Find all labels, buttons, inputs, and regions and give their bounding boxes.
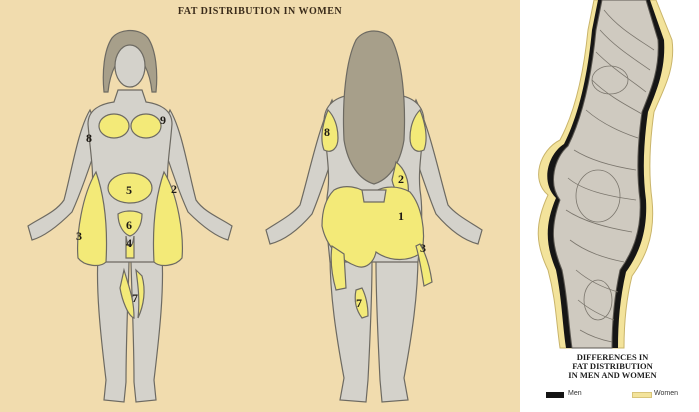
front-label: 6 <box>126 218 132 232</box>
legend-label-women: Women <box>654 390 678 397</box>
back-label: 8 <box>324 125 330 139</box>
caption-line: IN MEN AND WOMEN <box>526 371 699 380</box>
front-label: 7 <box>132 291 138 305</box>
front-label: 2 <box>171 182 177 196</box>
side-profile <box>538 0 672 348</box>
back-figure <box>266 31 482 402</box>
women-swatch <box>632 392 652 398</box>
legend: Men Women <box>546 390 696 402</box>
back-label: 1 <box>398 209 404 223</box>
back-label: 7 <box>356 296 362 310</box>
front-label: 4 <box>126 236 132 250</box>
front-label: 9 <box>160 113 166 127</box>
legend-label-men: Men <box>568 390 582 397</box>
back-label: 3 <box>420 241 426 255</box>
front-label: 8 <box>86 131 92 145</box>
front-figure <box>28 31 232 403</box>
front-label: 3 <box>76 229 82 243</box>
back-label: 2 <box>398 172 404 186</box>
men-swatch <box>546 392 564 398</box>
profile-caption: DIFFERENCES IN FAT DISTRIBUTION IN MEN A… <box>526 353 699 380</box>
front-label: 5 <box>126 183 132 197</box>
